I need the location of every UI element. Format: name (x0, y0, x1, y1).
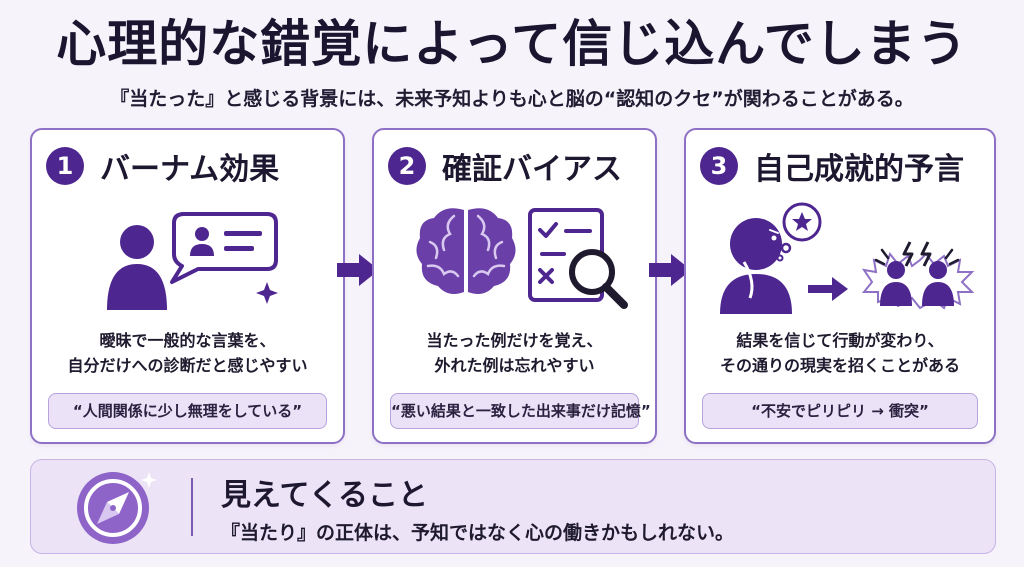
card-header: 2 確証バイアス (388, 144, 622, 188)
arrow-right-icon (808, 277, 848, 301)
card-self-fulfilling-prophecy: 3 自己成就的予言 結果を信じて行動が変わり、 その通りの現実を招くことがある … (684, 128, 996, 444)
divider (191, 478, 193, 536)
card-confirmation-bias: 2 確証バイアス 当たった例だけを覚え、 外れた例は忘れやすい “悪い結果と一致… (372, 128, 657, 444)
example-box: “不安でピリピリ → 衝突” (702, 393, 978, 429)
compass-icon (77, 472, 157, 544)
example-box: “人間関係に少し無理をしている” (48, 393, 327, 429)
conclusion-panel: 見えてくること 『当たり』の正体は、予知ではなく心の働きかもしれない。 (30, 459, 996, 554)
card-title: バーナム効果 (100, 152, 280, 187)
conflict-people-icon (861, 241, 975, 310)
example-box: “悪い結果と一致した出来事だけ記憶” (390, 393, 651, 429)
brain-icon (416, 208, 516, 294)
card-header: 1 バーナム効果 (46, 144, 279, 188)
step-number-badge: 3 (700, 147, 738, 185)
card-description: 曖昧で一般的な言葉を、 自分だけへの診断だと感じやすい (67, 331, 308, 375)
page-subtitle: 『当たった』と感じる背景には、未来予知よりも心と脳の“認知のクセ”が関わることが… (110, 88, 914, 110)
conclusion-text: 『当たり』の正体は、予知ではなく心の働きかもしれない。 (221, 522, 735, 544)
card-header: 3 自己成就的予言 (700, 144, 964, 188)
card-description: 結果を信じて行動が変わり、 その通りの現実を招くことがある (719, 331, 960, 375)
conclusion-title: 見えてくること (221, 478, 428, 513)
checklist-magnifier-icon (528, 208, 628, 309)
step-number-badge: 2 (388, 147, 426, 185)
person-speech-bubble-icon (107, 212, 278, 310)
card-description: 当たった例だけを覚え、 外れた例は忘れやすい (426, 331, 603, 375)
arrow-right-icon (649, 254, 691, 286)
arrow-right-icon (337, 254, 379, 286)
card-title: 自己成就的予言 (754, 152, 964, 187)
page-title: 心理的な錯覚によって信じ込んでしまう (56, 15, 968, 73)
step-number-badge: 1 (46, 147, 84, 185)
card-title: 確証バイアス (442, 152, 622, 187)
card-barnum-effect: 1 バーナム効果 曖昧で一般的な言葉を、 自分だけへの診断だと感じやすい “人間… (30, 128, 345, 444)
worried-person-icon (720, 202, 822, 314)
